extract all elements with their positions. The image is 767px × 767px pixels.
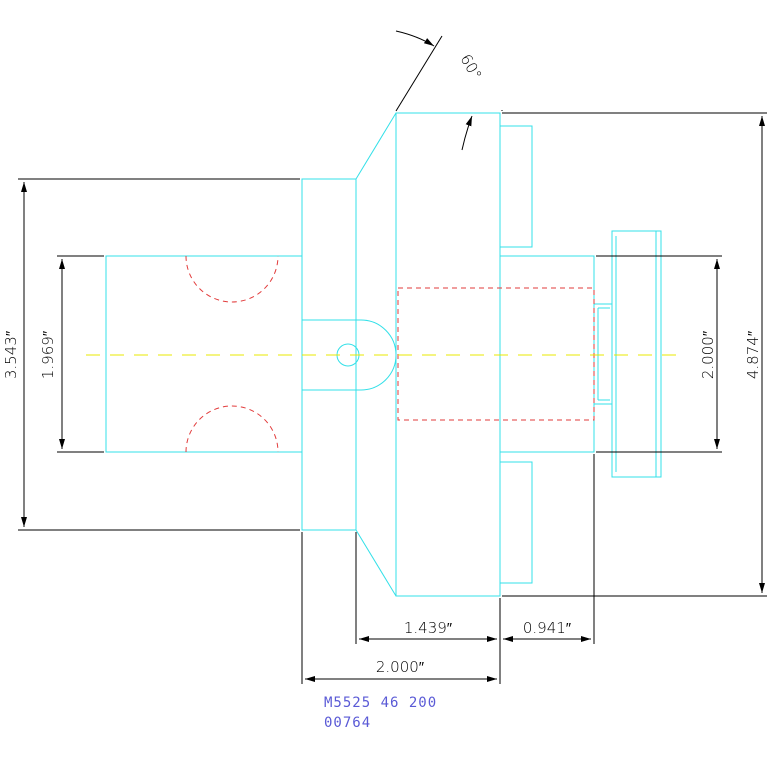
left-shank [105,255,303,453]
dimensions [18,30,767,684]
lug [302,319,397,391]
lower-chamfer [355,529,397,597]
length-1439-label: 1.439″ [404,619,453,637]
part-number-line-1: M5525 46 200 [324,695,438,711]
lower-tab [499,461,533,584]
hidden-bore [397,287,595,421]
shank-height-label: 1.969″ [39,330,57,379]
upper-hidden-arc [185,255,279,303]
length-0941-label: 0.941″ [523,619,572,637]
flange-height-label: 4.874″ [744,330,762,379]
pilot-step [593,303,613,405]
pilot-height-label: 2.000″ [699,330,717,379]
upper-chamfer [355,112,397,180]
angle-label: 60° [457,51,486,83]
end-plate [611,230,662,478]
pilot [499,255,595,453]
upper-tab [499,125,533,248]
lower-hidden-arc [185,405,279,453]
part-number-line-2: 00764 [324,715,372,731]
length-2000-label: 2.000″ [376,658,425,676]
overall-height-label: 3.543″ [2,330,20,379]
hidden-lines [185,255,595,453]
